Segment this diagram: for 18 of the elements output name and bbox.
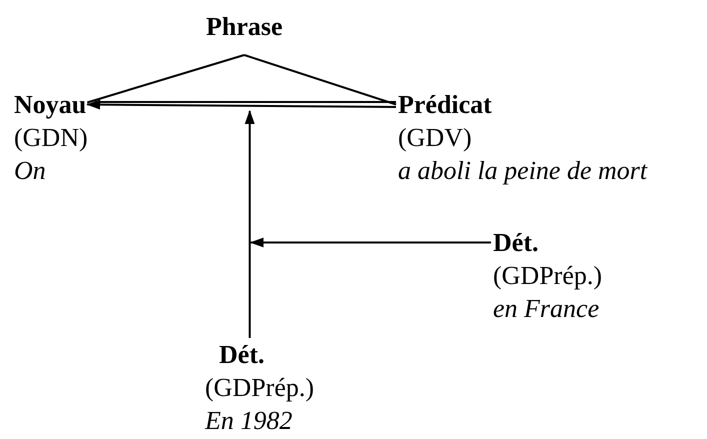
grammar-category: (GDN) [14,122,88,154]
node-heading: Noyau [14,89,86,121]
example-text: en France [493,293,600,325]
example-text: On [14,155,46,187]
example-text: a aboli la peine de mort [398,155,648,187]
node-heading: Dét. [493,227,538,259]
grammar-category: (GDPrép.) [205,372,314,404]
node-heading: Dét. [219,339,264,371]
arrow [86,100,397,110]
example-text: En 1982 [205,405,292,437]
arrow [244,110,255,338]
grammar-category: (GDV) [398,122,472,154]
grammar-category: (GDPrép.) [493,260,602,292]
node-heading: Phrase [206,11,283,43]
connector-line [86,54,245,104]
connector-line [244,54,396,106]
arrow [250,238,491,248]
node-heading: Prédicat [398,89,492,121]
